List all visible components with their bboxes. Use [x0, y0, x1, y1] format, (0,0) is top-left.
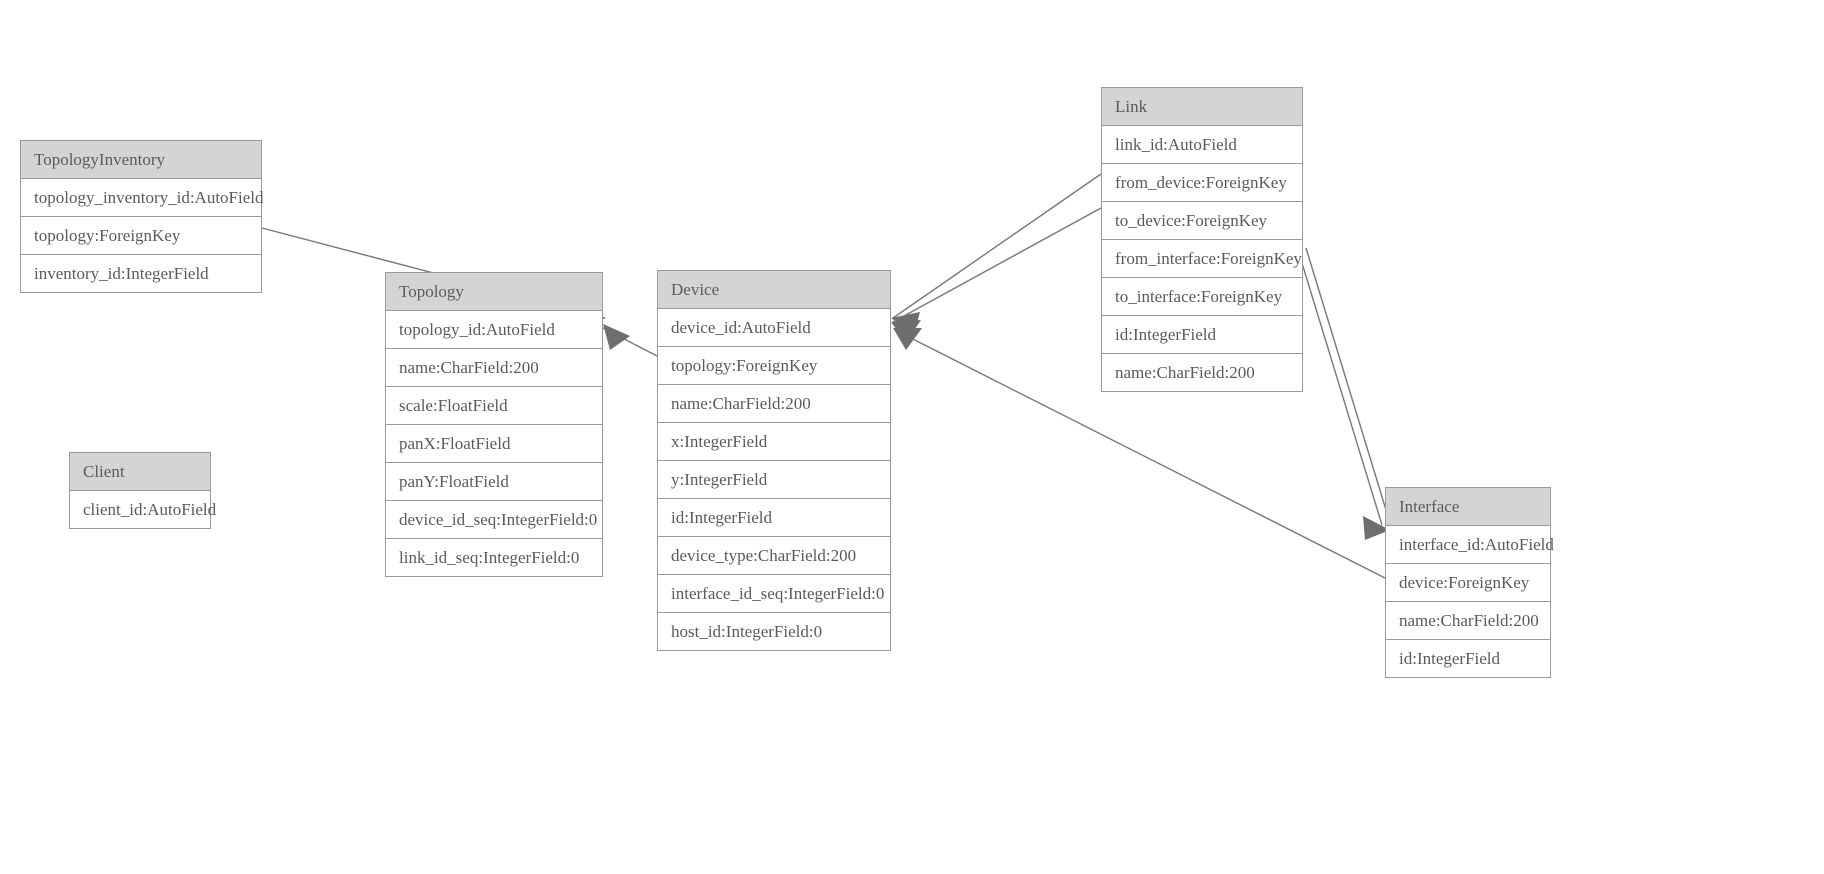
field-row: device_id_seq:IntegerField:0 — [386, 501, 602, 539]
field-row: topology_id:AutoField — [386, 311, 602, 349]
field-row: link_id:AutoField — [1102, 126, 1302, 164]
field-row: topology_inventory_id:AutoField — [21, 179, 264, 217]
field-row: to_device:ForeignKey — [1102, 202, 1302, 240]
field-row: interface_id_seq:IntegerField:0 — [658, 575, 890, 613]
field-row: scale:FloatField — [386, 387, 602, 425]
field-row: panX:FloatField — [386, 425, 602, 463]
field-row: host_id:IntegerField:0 — [658, 613, 890, 650]
entity-topologyinventory[interactable]: TopologyInventory topology_inventory_id:… — [20, 140, 264, 293]
field-row: panY:FloatField — [386, 463, 602, 501]
field-row: name:CharField:200 — [1102, 354, 1302, 391]
edge-link-from-interface — [1297, 249, 1383, 526]
field-row: name:CharField:200 — [1386, 602, 1550, 640]
entity-topology[interactable]: Topology topology_id:AutoField name:Char… — [385, 272, 603, 577]
entity-interface[interactable]: Interface interface_id:AutoField device:… — [1385, 487, 1554, 678]
field-row: client_id:AutoField — [70, 491, 216, 528]
field-row: y:IntegerField — [658, 461, 890, 499]
field-row: from_device:ForeignKey — [1102, 164, 1302, 202]
field-row: device_type:CharField:200 — [658, 537, 890, 575]
entity-title-interface: Interface — [1386, 488, 1550, 526]
edge-link-to-interface — [1305, 247, 1391, 540]
entity-title-client: Client — [70, 453, 210, 491]
field-row: from_interface:ForeignKey — [1102, 240, 1302, 278]
field-row: name:CharField:200 — [386, 349, 602, 387]
field-row: inventory_id:IntegerField — [21, 255, 261, 292]
edge-device-topology — [602, 324, 658, 357]
field-row: id:IntegerField — [1102, 316, 1302, 354]
entity-device[interactable]: Device device_id:AutoField topology:Fore… — [657, 270, 891, 651]
field-row: to_interface:ForeignKey — [1102, 278, 1302, 316]
field-row: topology:ForeignKey — [21, 217, 261, 255]
field-row: device:ForeignKey — [1386, 564, 1550, 602]
entity-client[interactable]: Client client_id:AutoField — [69, 452, 216, 529]
entity-title-link: Link — [1102, 88, 1302, 126]
edge-link-to-device — [891, 207, 1102, 342]
field-row: device_id:AutoField — [658, 309, 890, 347]
field-row: link_id_seq:IntegerField:0 — [386, 539, 602, 576]
field-row: interface_id:AutoField — [1386, 526, 1554, 564]
field-row: topology:ForeignKey — [658, 347, 890, 385]
entity-title-topology: Topology — [386, 273, 602, 311]
entity-title-device: Device — [658, 271, 890, 309]
field-row: id:IntegerField — [1386, 640, 1550, 677]
entity-link[interactable]: Link link_id:AutoField from_device:Forei… — [1101, 87, 1303, 392]
edge-link-from-device — [891, 173, 1102, 334]
field-row: x:IntegerField — [658, 423, 890, 461]
field-row: id:IntegerField — [658, 499, 890, 537]
field-row: name:CharField:200 — [658, 385, 890, 423]
entity-title-topologyinventory: TopologyInventory — [21, 141, 261, 179]
